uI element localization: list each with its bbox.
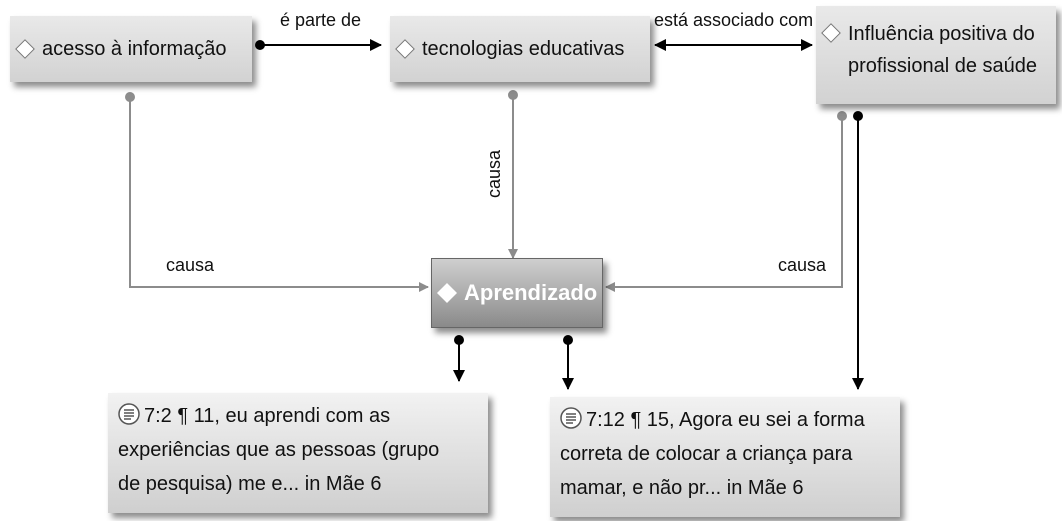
node-label: Aprendizado <box>464 280 598 305</box>
quotation-document-icon <box>560 407 582 429</box>
quote-text: 7:12 ¶ 15, Agora eu sei a forma <box>586 409 865 431</box>
quotation-document-icon <box>118 403 140 425</box>
node-label: tecnologias educativas <box>422 38 625 60</box>
node-aprendizado[interactable]: Aprendizado <box>431 258 603 328</box>
edge-label-causa-left: causa <box>166 255 215 275</box>
edge-influencia-quote <box>852 111 864 390</box>
edge-label-parte-de: é parte de <box>280 10 362 30</box>
node-label: acesso à informação <box>42 38 227 60</box>
edge-aprendizado-quote2 <box>562 335 574 390</box>
quote-maeq2[interactable]: 7:12 ¶ 15, Agora eu sei a forma correta … <box>550 397 900 517</box>
edge-label-causa-mid: causa <box>484 149 504 198</box>
edge-causa-tecnologias <box>508 90 518 259</box>
node-influencia-profissional[interactable]: Influência positiva do profissional de s… <box>816 6 1056 104</box>
edge-causa-acesso <box>125 92 429 292</box>
node-label: Influência positiva do profissional de s… <box>848 18 1037 82</box>
quote-maeq1[interactable]: 7:2 ¶ 11, eu aprendi com as experiências… <box>108 393 488 513</box>
diamond-icon <box>821 23 841 43</box>
node-acesso-informacao[interactable]: acesso à informação <box>10 16 252 82</box>
edge-label-associado-com: está associado com <box>654 10 814 30</box>
edge-aprendizado-quote1 <box>453 335 465 382</box>
quote-line: experiências que as pessoas (grupo <box>118 439 440 461</box>
node-label-line: profissional de saúde <box>848 55 1038 77</box>
diamond-icon <box>437 283 457 303</box>
quote-line: 7:12 ¶ 15, Agora eu sei a forma <box>560 403 890 437</box>
edge-label-causa-right: causa <box>778 255 827 275</box>
edge-parte-de <box>255 39 382 51</box>
edge-causa-influencia <box>605 111 847 292</box>
quote-text: 7:2 ¶ 11, eu aprendi com as <box>144 405 391 427</box>
quote-line: 7:2 ¶ 11, eu aprendi com as <box>118 399 478 433</box>
diamond-icon <box>395 39 415 59</box>
node-tecnologias-educativas[interactable]: tecnologias educativas <box>390 16 650 82</box>
diamond-icon <box>15 39 35 59</box>
quote-line: mamar, e não pr... in Mãe 6 <box>560 477 804 499</box>
quote-line: correta de colocar a criança para <box>560 443 853 465</box>
quote-line: de pesquisa) me e... in Mãe 6 <box>118 473 382 495</box>
node-label-line: Influência positiva do <box>848 23 1035 45</box>
